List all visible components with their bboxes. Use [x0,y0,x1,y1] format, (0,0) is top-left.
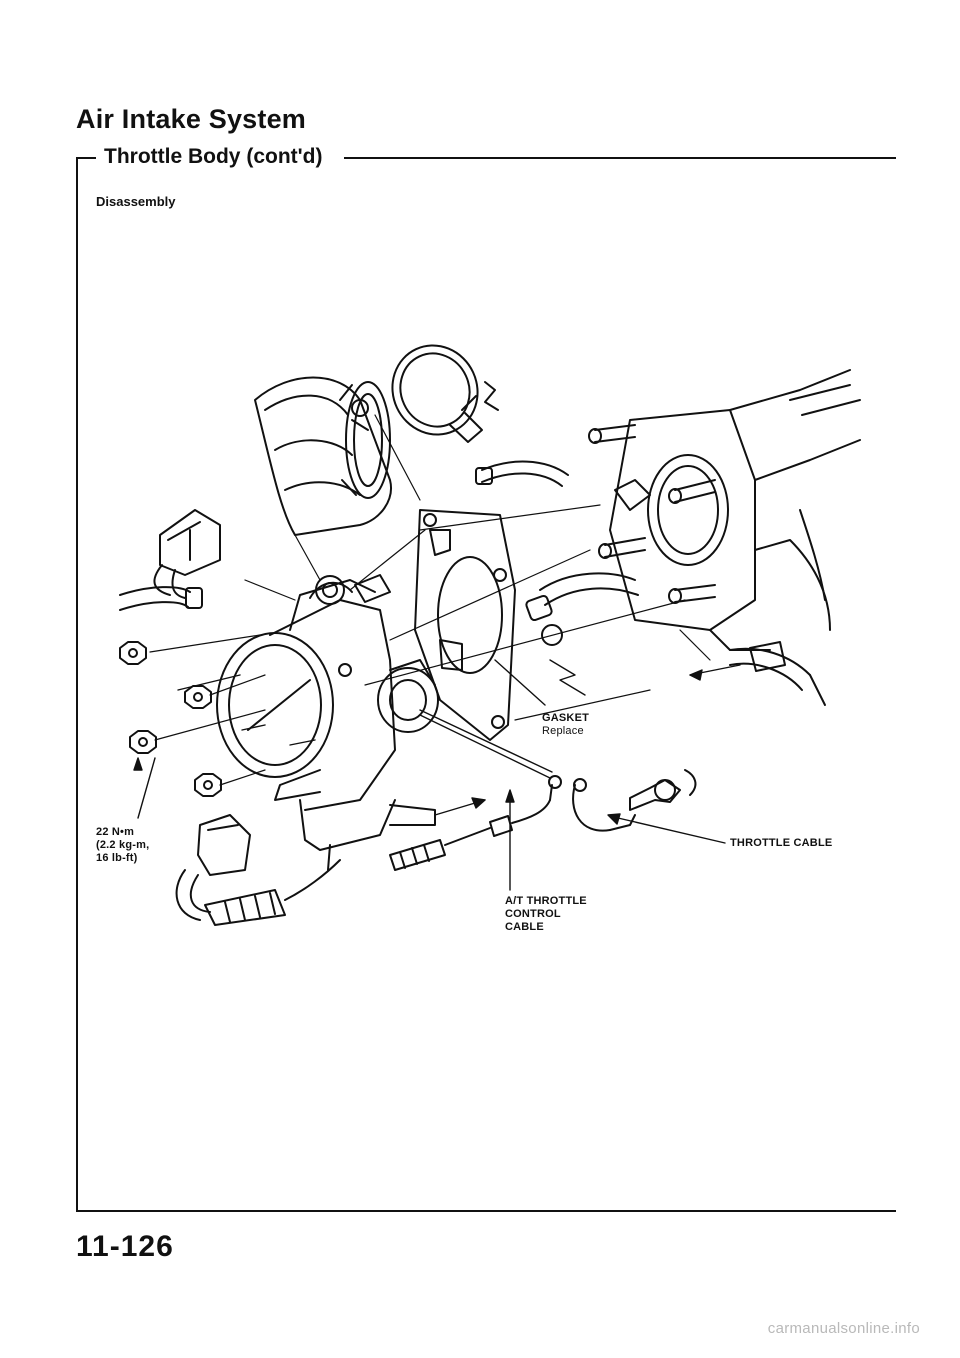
torque-callout: 22 N•m (2.2 kg-m, 16 lb-ft) [96,826,149,865]
torque-kgm: (2.2 kg-m, [96,839,150,851]
gasket-label: GASKET [542,712,590,724]
section-title: Air Intake System [76,104,306,134]
at-cable-line2: CONTROL [505,908,561,920]
gasket [414,509,516,741]
hose-clamp [391,344,499,443]
mounting-nuts [119,641,222,797]
torque-lbft: 16 lb-ft) [96,852,138,864]
cable-linkage [419,709,553,779]
bracket-hose-right [729,641,826,706]
watermark: carmanualsonline.info [767,1320,920,1337]
breather-hose [475,460,569,487]
gasket-callout: GASKET Replace [542,712,589,738]
content-frame: Throttle Body (cont'd) [76,146,896,1212]
sensor-connector-lower [175,814,341,926]
frame-rule [76,157,96,159]
procedure-label: Disassembly [96,194,176,209]
assembly-leader-lines [149,414,711,786]
throttle-body-exploded-diagram: GASKET Replace 22 N•m (2.2 kg-m, 16 lb-f… [90,330,870,970]
sensor-connector-upper [153,509,221,599]
page-number: 11-126 [76,1230,174,1263]
subsection-title: Throttle Body (cont'd) [100,146,327,167]
frame-rule [344,157,896,159]
at-throttle-control-cable [389,775,562,871]
intake-manifold [588,369,861,651]
throttle-cable-callout: THROTTLE CABLE [730,837,832,850]
gasket-note: Replace [542,725,584,737]
vacuum-hose [119,586,203,611]
callout-leaders [133,659,726,891]
at-cable-line1: A/T THROTTLE [505,895,587,907]
intake-duct [254,376,392,536]
at-cable-line3: CABLE [505,921,544,933]
throttle-body [216,574,439,871]
frame-rule [76,1210,896,1212]
at-cable-callout: A/T THROTTLE CONTROL CABLE [505,895,587,934]
pointer-arrows [177,659,741,816]
throttle-cable-label: THROTTLE CABLE [730,837,833,849]
coolant-hose [525,572,639,646]
frame-rule [76,157,78,1212]
throttle-cable [572,769,697,832]
torque-nm: 22 N•m [96,826,135,838]
